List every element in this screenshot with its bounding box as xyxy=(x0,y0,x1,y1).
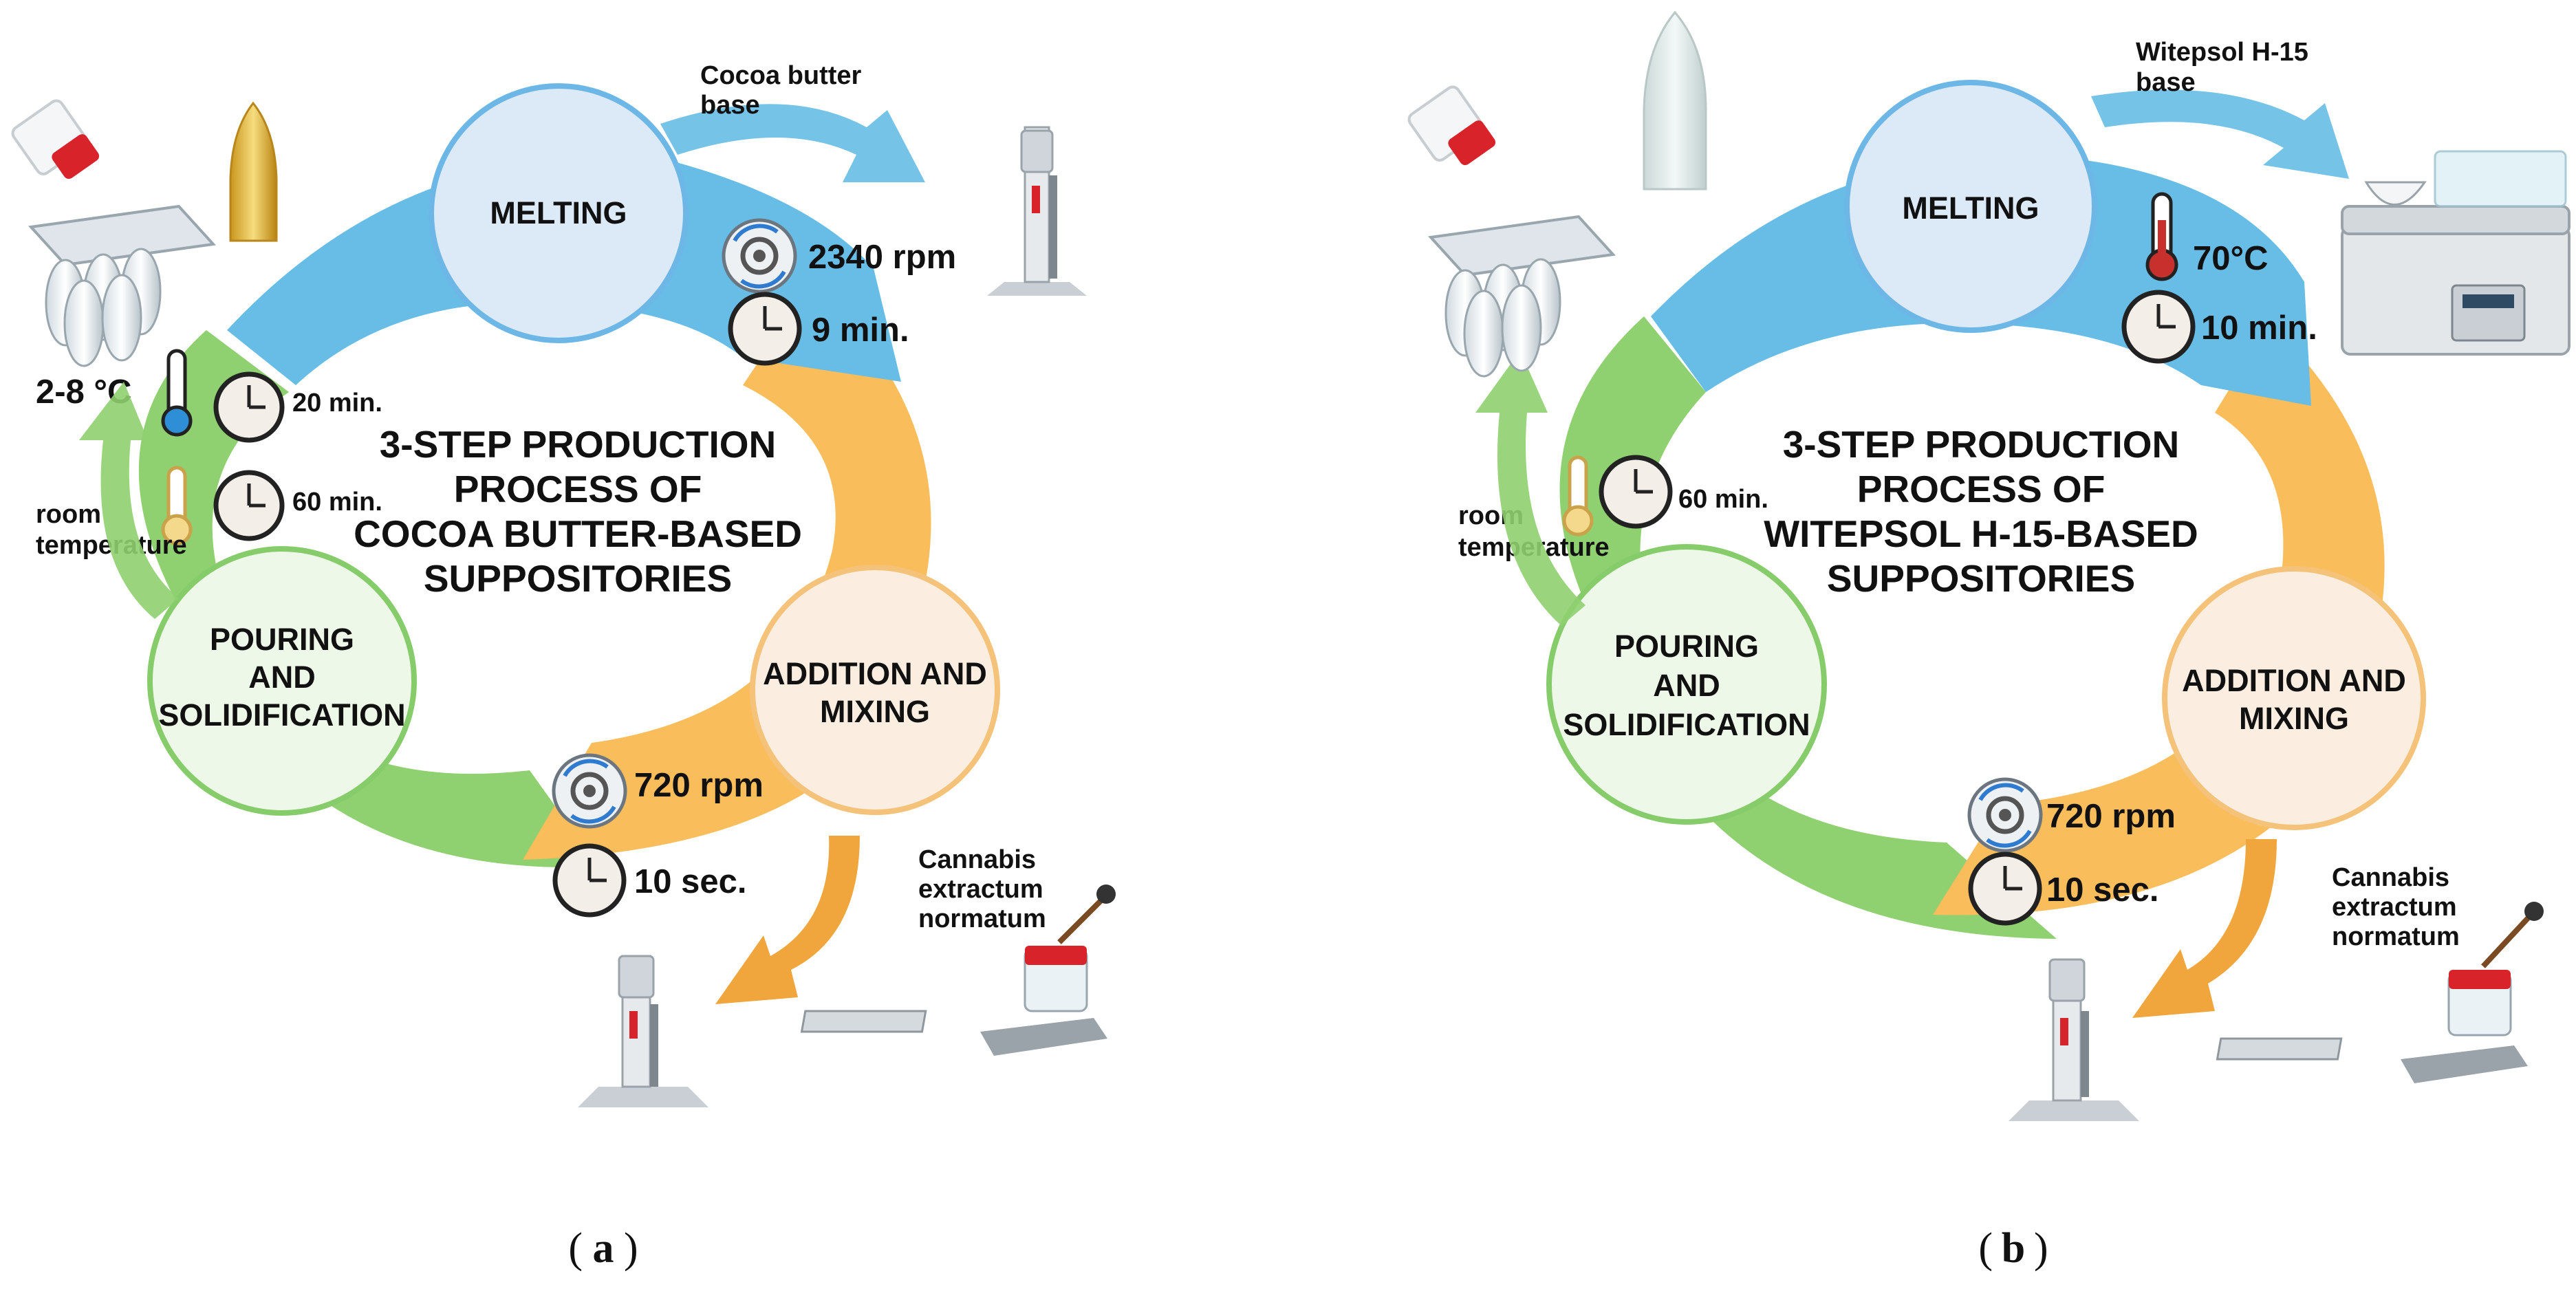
title-line-3: WITEPSOL H-15-BASED xyxy=(1764,512,2198,555)
melting-time-text: 10 min. xyxy=(2201,310,2317,347)
solidification-label-3: SOLIDIFICATION xyxy=(158,697,405,733)
homogenizer-icon xyxy=(2009,958,2139,1121)
clock-icon xyxy=(2121,290,2196,364)
base-label-line-1: Cocoa butter xyxy=(700,61,862,90)
base-arrow-a xyxy=(660,104,925,182)
melting-temp-text: 70°C xyxy=(2193,240,2268,277)
caption-letter-b: b xyxy=(2002,1225,2025,1272)
melting-speed-text: 2340 rpm xyxy=(808,239,956,276)
return-arrow-b xyxy=(1475,351,1585,626)
melting-label: MELTING xyxy=(490,195,627,230)
caption-letter-a: a xyxy=(593,1225,614,1272)
solidification-stage-b: POURING AND SOLIDIFICATION xyxy=(1546,544,1827,825)
solidification-label-1: POURING xyxy=(1614,629,1759,664)
panel-a: MELTING ADDITION AND MIXING POURING AND … xyxy=(11,61,1116,1107)
clock-icon xyxy=(1968,851,2042,926)
rotation-icon xyxy=(552,753,627,829)
melting-time-text: 9 min. xyxy=(812,312,909,349)
title-line-4: SUPPOSITORIES xyxy=(1827,557,2135,600)
clock-icon xyxy=(1599,455,1673,529)
cold-time-text: 20 min. xyxy=(292,389,382,417)
center-title-b: 3-STEP PRODUCTION PROCESS OF WITEPSOL H-… xyxy=(1764,423,2198,600)
solidification-label-2: AND xyxy=(1653,668,1720,703)
panel-a-caption: ( a ) xyxy=(568,1225,638,1272)
melting-stage-b: MELTING xyxy=(1844,80,2097,333)
svg-text:(: ( xyxy=(568,1225,583,1272)
mixing-label-1: ADDITION AND xyxy=(2182,663,2406,698)
room-temp-line-1: room xyxy=(36,500,101,529)
mixing-label-2: MIXING xyxy=(2239,701,2349,736)
rotation-icon xyxy=(722,218,797,294)
mixing-time-text: 10 sec. xyxy=(634,863,747,900)
mixing-speed-text: 720 rpm xyxy=(2046,798,2176,835)
center-title-a: 3-STEP PRODUCTION PROCESS OF COCOA BUTTE… xyxy=(354,423,802,600)
title-line-1: 3-STEP PRODUCTION xyxy=(1783,423,2180,466)
clock-icon xyxy=(213,470,285,541)
title-line-3: COCOA BUTTER-BASED xyxy=(354,512,802,555)
solidification-label-1: POURING xyxy=(210,622,354,657)
mixing-speed-text: 720 rpm xyxy=(634,767,764,804)
svg-text:): ) xyxy=(624,1225,638,1272)
mixing-label-1: ADDITION AND xyxy=(763,656,987,691)
additive-label-line-3: normatum xyxy=(918,904,1046,933)
title-line-2: PROCESS OF xyxy=(454,468,702,510)
homogenizer-icon xyxy=(987,126,1087,296)
additive-label-line-3: normatum xyxy=(2332,922,2460,951)
additive-label-line-2: extractum xyxy=(2332,893,2457,922)
scale-with-jar-icon xyxy=(800,885,1116,1056)
mixing-stage-a: ADDITION AND MIXING xyxy=(750,565,1000,815)
jar-lid-icon xyxy=(1407,85,1496,166)
room-time-text: 60 min. xyxy=(1678,485,1768,514)
base-label-line-2: base xyxy=(700,91,760,120)
thermometer-icon xyxy=(2145,192,2178,281)
room-time-text: 60 min. xyxy=(292,488,382,517)
mixing-label-2: MIXING xyxy=(820,694,930,729)
mold-tray-icon xyxy=(1427,215,1616,378)
title-line-2: PROCESS OF xyxy=(1857,468,2106,510)
svg-text:): ) xyxy=(2034,1225,2048,1272)
solidification-stage-a: POURING AND SOLIDIFICATION xyxy=(147,546,417,816)
thermometer-icon xyxy=(161,349,193,437)
svg-text:(: ( xyxy=(1978,1225,1993,1272)
additive-label-line-1: Cannabis xyxy=(918,845,1036,874)
additive-arrow-a xyxy=(715,836,860,1004)
suppository-icon xyxy=(1643,10,1707,191)
water-bath-icon xyxy=(2341,150,2570,356)
clock-icon xyxy=(552,843,627,918)
scale-with-jar-icon xyxy=(2216,902,2544,1083)
mixing-time-text: 10 sec. xyxy=(2046,871,2159,909)
panel-b-caption: ( b ) xyxy=(1978,1225,2048,1272)
base-label-line-2: base xyxy=(2136,68,2196,97)
base-label-line-1: Witepsol H-15 xyxy=(2136,38,2308,67)
additive-arrow-b xyxy=(2132,839,2277,1018)
rotation-icon xyxy=(1967,777,2043,853)
jar-lid-icon xyxy=(11,99,100,180)
additive-label-line-1: Cannabis xyxy=(2332,863,2449,892)
thermometer-icon xyxy=(1562,455,1594,536)
base-arrow-b xyxy=(2091,89,2349,179)
solidification-label-3: SOLIDIFICATION xyxy=(1563,707,1810,742)
title-line-4: SUPPOSITORIES xyxy=(424,557,732,600)
panel-b: MELTING ADDITION AND MIXING POURING AND … xyxy=(1407,10,2570,1121)
melting-stage-a: MELTING xyxy=(429,83,689,343)
additive-label-line-2: extractum xyxy=(918,875,1043,904)
melting-label: MELTING xyxy=(1902,191,2039,226)
clock-icon xyxy=(213,371,285,443)
solidification-label-2: AND xyxy=(248,660,316,695)
title-line-1: 3-STEP PRODUCTION xyxy=(380,423,777,466)
mold-tray-icon xyxy=(28,204,217,367)
clock-icon xyxy=(728,292,802,366)
suppository-icon xyxy=(229,101,278,242)
mixing-stage-b: ADDITION AND MIXING xyxy=(2162,566,2426,830)
thermometer-icon xyxy=(161,466,193,545)
homogenizer-icon xyxy=(578,955,708,1107)
return-arrow-a xyxy=(79,382,179,619)
